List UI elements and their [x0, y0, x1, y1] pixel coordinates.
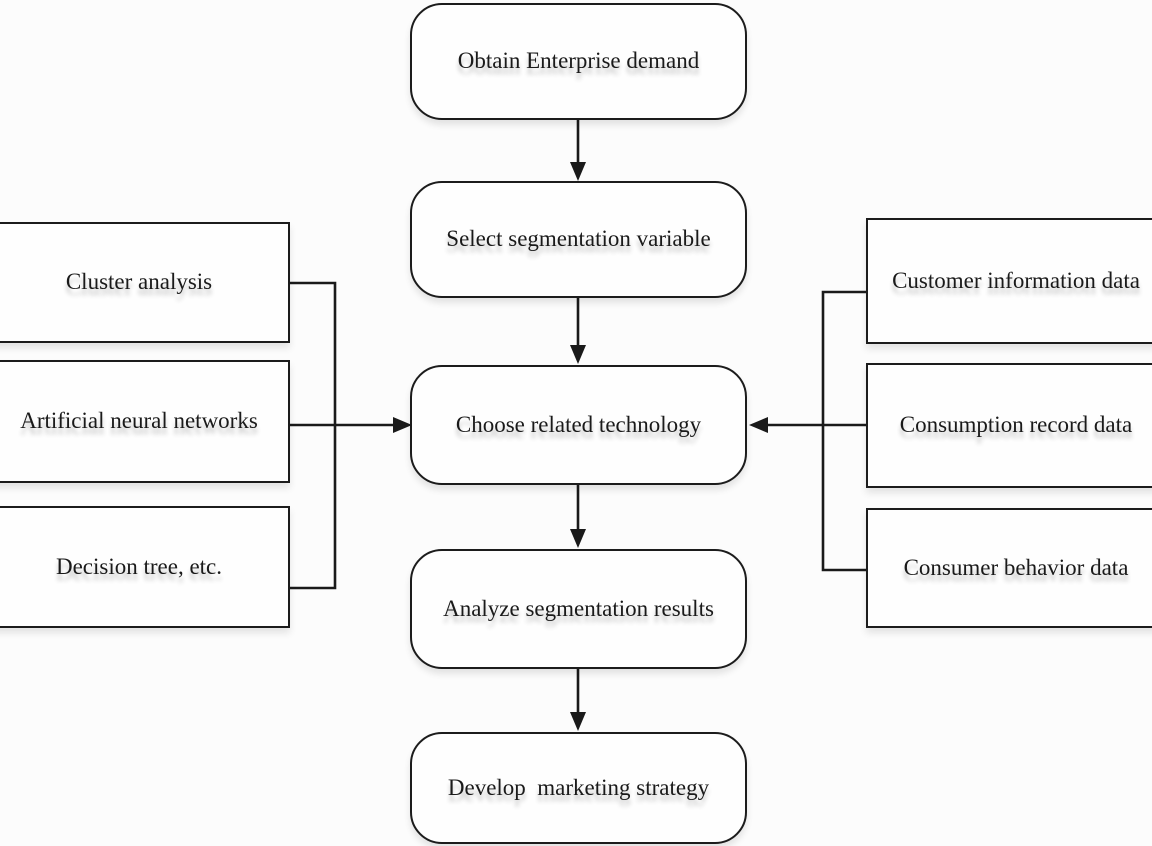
data-label: Customer information data [892, 267, 1140, 293]
arrowhead-down-icon [570, 162, 586, 181]
technique-label: Cluster analysis [65, 269, 213, 295]
arrowhead-down-icon [570, 529, 586, 548]
flow-step-obtain-enterprise-demand: Obtain Enterprise demand [410, 3, 747, 120]
technique-box-artificial-neural-networks: Artificial neural networks [0, 360, 290, 483]
flow-step-label: Develop marketing strategy [447, 774, 710, 800]
flow-step-label: Choose related technology [455, 411, 702, 437]
technique-box-decision-tree: Decision tree, etc. [0, 506, 290, 628]
data-label: Consumption record data [899, 412, 1133, 438]
technique-label: Artificial neural networks [20, 408, 258, 434]
arrowhead-left-icon [749, 417, 768, 433]
flow-step-analyze-segmentation-results: Analyze segmentation results [410, 549, 747, 669]
arrowhead-down-icon [570, 345, 586, 364]
flow-step-label: Analyze segmentation results [443, 595, 714, 621]
data-box-consumer-behavior-data: Consumer behavior data [866, 508, 1152, 628]
technique-box-cluster-analysis: Cluster analysis [0, 222, 290, 343]
left-bracket-connector [289, 281, 337, 590]
data-box-consumption-record-data: Consumption record data [866, 363, 1152, 488]
flow-step-select-segmentation-variable: Select segmentation variable [410, 181, 747, 298]
arrowhead-down-icon [570, 712, 586, 731]
flow-step-label: Select segmentation variable [446, 226, 711, 252]
flow-step-choose-related-technology: Choose related technology [410, 365, 747, 485]
flow-step-label: Obtain Enterprise demand [457, 48, 700, 74]
flow-step-develop-marketing-strategy: Develop marketing strategy [410, 732, 747, 844]
technique-label: Decision tree, etc. [55, 553, 223, 579]
data-box-customer-information-data: Customer information data [866, 218, 1152, 344]
data-label: Consumer behavior data [903, 554, 1129, 580]
right-bracket-connector [821, 290, 867, 572]
